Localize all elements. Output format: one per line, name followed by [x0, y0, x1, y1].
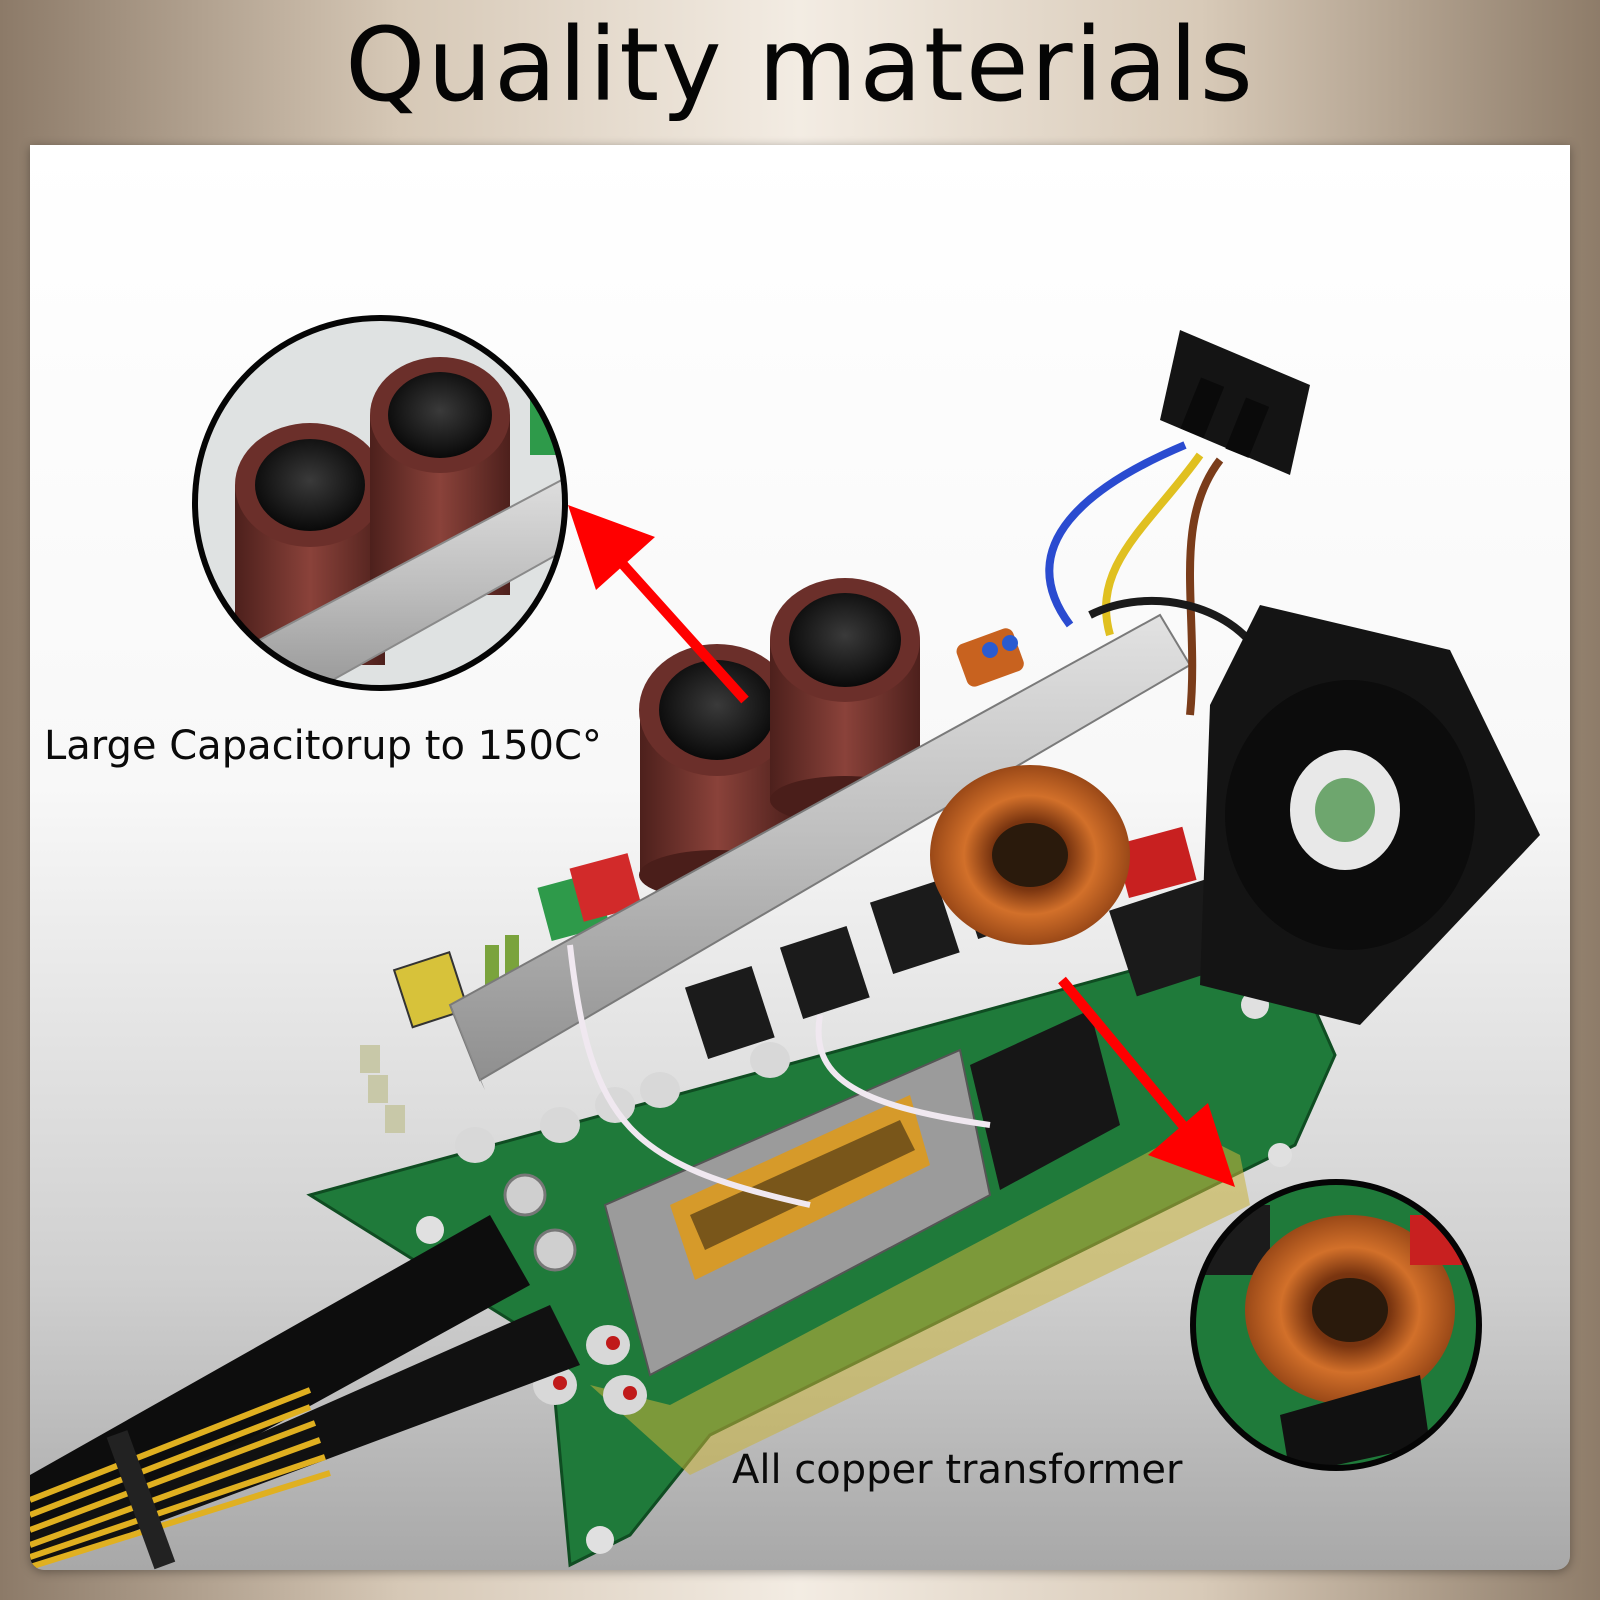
aux-transformer	[392, 950, 470, 1029]
output-cables	[30, 1173, 580, 1570]
header-band: Quality materials	[0, 0, 1600, 145]
red-arrow-transformer	[1058, 976, 1235, 1187]
ac-socket	[1160, 330, 1310, 475]
power-supply-photo	[30, 315, 1540, 1570]
page-title: Quality materials	[345, 6, 1255, 125]
cooling-fan	[1200, 605, 1540, 1025]
capacitor-zoom-inset	[192, 315, 568, 691]
red-arrow-capacitor	[568, 505, 749, 704]
transformer-caption: All copper transformer	[732, 1447, 1183, 1493]
capacitor-caption: Large Capacitorup to 150C°	[44, 723, 602, 769]
choke-block	[970, 1010, 1120, 1190]
photo-panel: Large Capacitorup to 150C° All copper tr…	[30, 145, 1570, 1570]
transformer-zoom-inset	[1190, 1179, 1482, 1471]
main-transformer	[603, 1048, 992, 1377]
copper-toroid	[930, 765, 1130, 945]
